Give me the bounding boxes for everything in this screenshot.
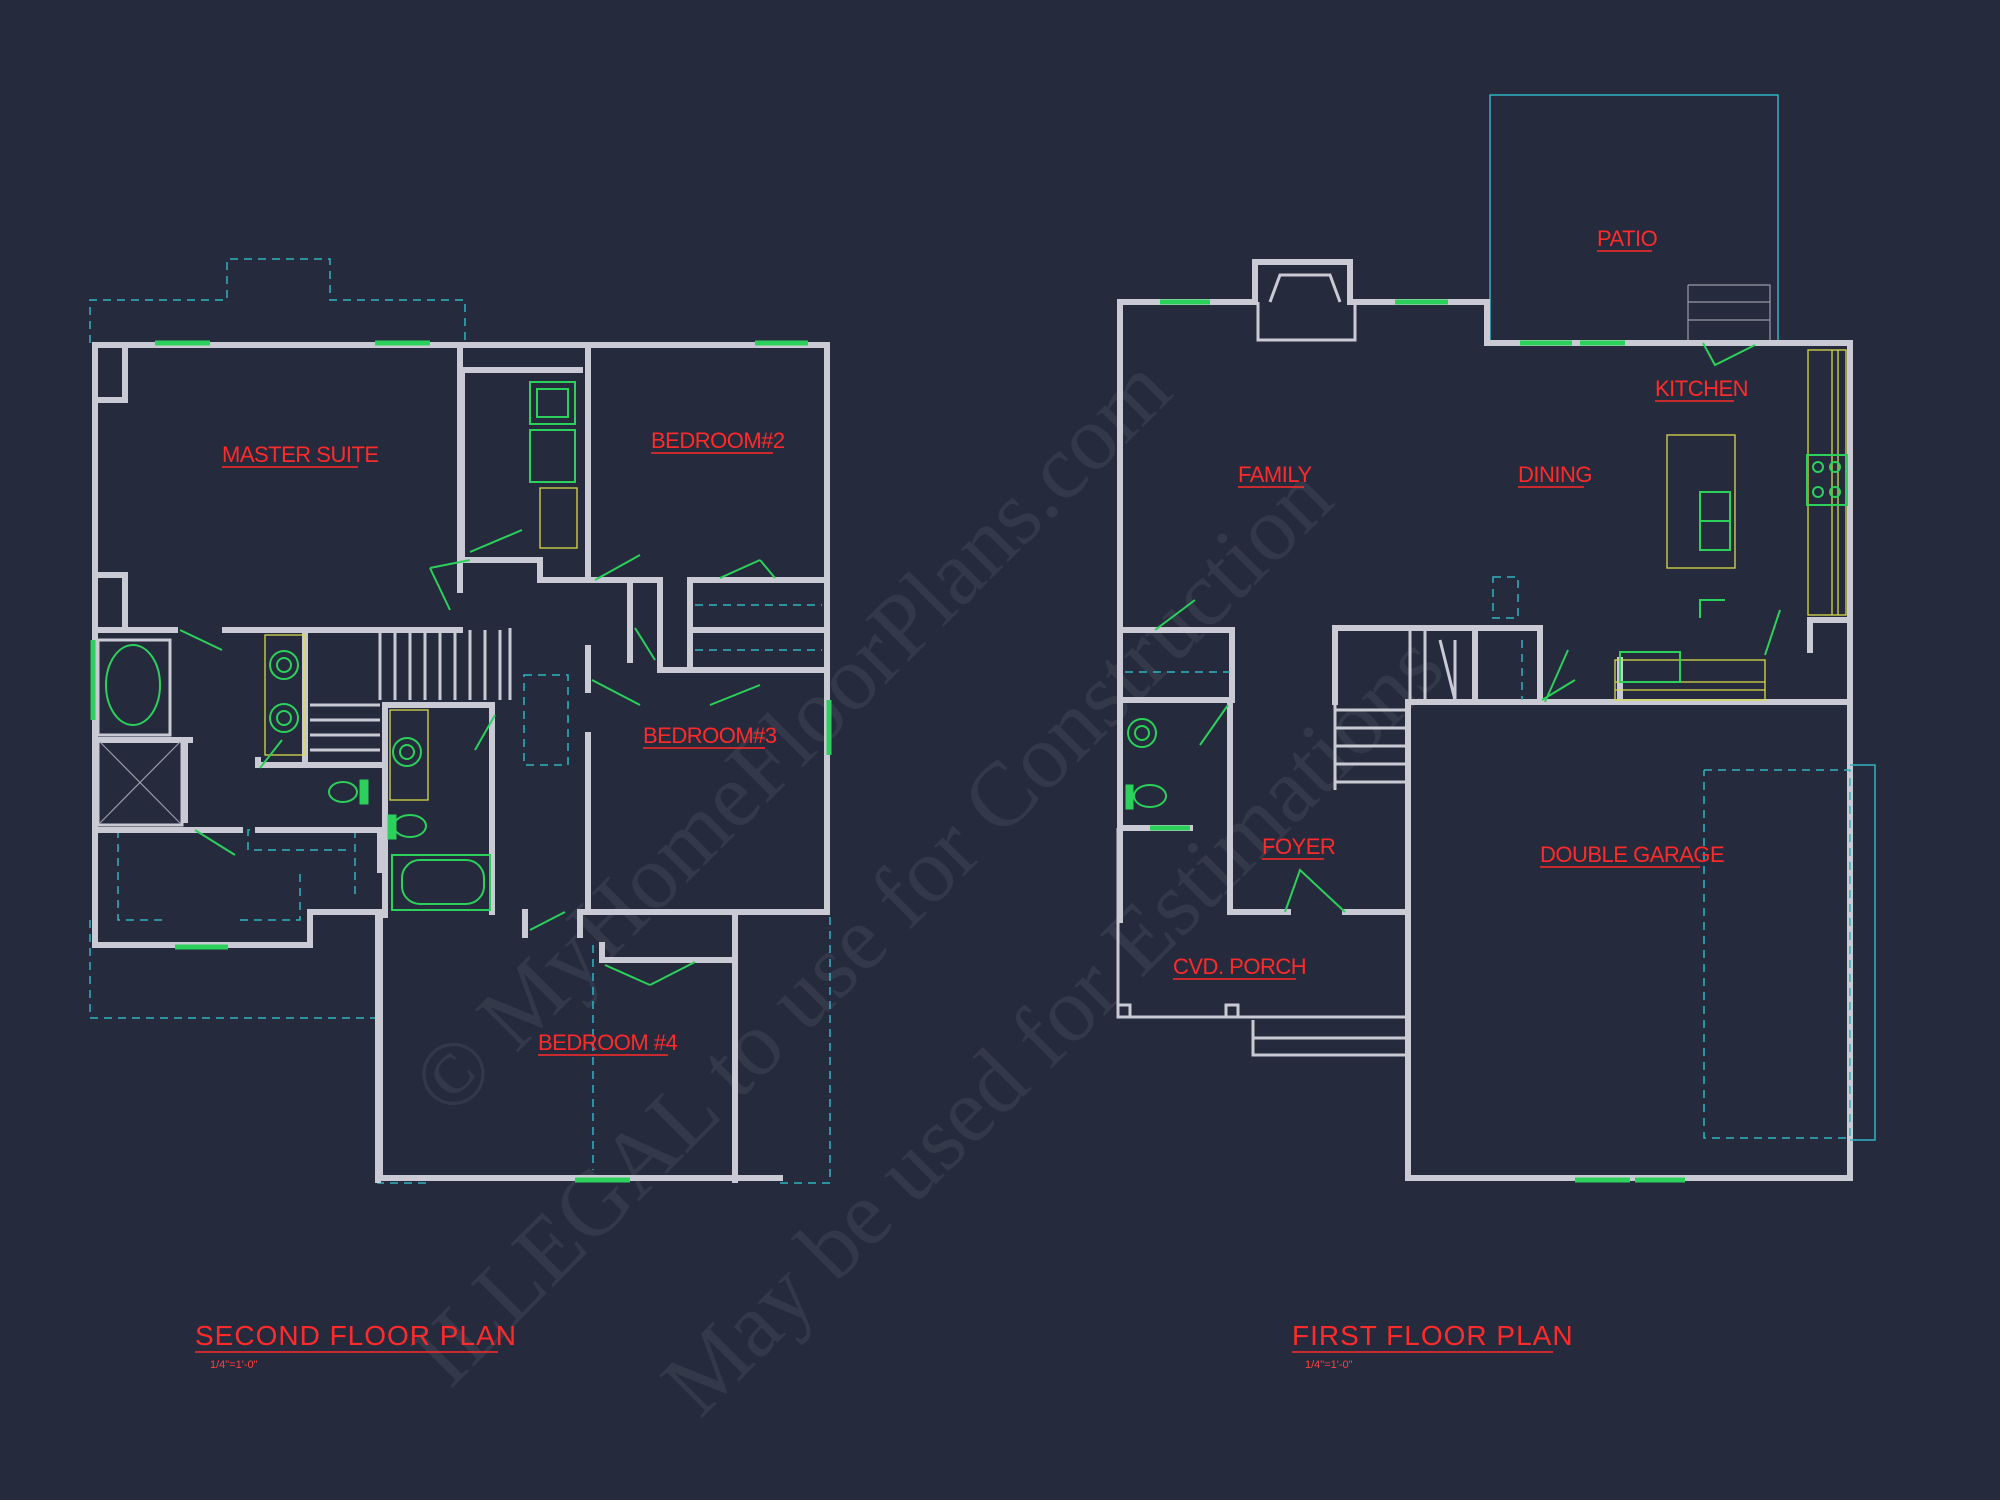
master-toilet-icon [328,781,358,803]
second-floor-plan: MASTER SUITE BEDROOM#2 BEDROOM#3 BEDROOM… [89,258,832,1371]
counter-lines [1831,350,1839,615]
burner [1812,461,1824,473]
room-label-cvd-porch: CVD. PORCH [1173,954,1306,979]
room-label-bedroom-3: BEDROOM#3 [643,723,777,748]
door-swing [591,679,761,706]
kitchen-range-icon [1806,454,1848,506]
master-tub [105,644,161,726]
room-label-master-suite: MASTER SUITE [222,442,379,467]
door-swing [179,629,223,651]
second-floor-scale: 1/4"=1'-0" [210,1359,258,1371]
porch-column [1224,1003,1240,1019]
master-sink-2-icon [269,703,299,733]
room-label-dining: DINING [1518,462,1592,487]
door-swing [1154,599,1196,631]
burner [1829,486,1841,498]
door-swing [529,911,566,931]
door-swing [1284,868,1346,913]
master-sink-1-inner [276,657,292,673]
fireplace-walls [1252,259,1353,305]
door-swing [259,739,283,769]
second-floor-roof-outline [89,258,831,1184]
hall-sink-inner [399,744,415,760]
hall-toilet-tank [387,814,397,840]
door-swing [194,829,236,856]
washer [529,381,576,425]
porch-column [1116,1003,1132,1019]
first-floor-scale: 1/4"=1'-0" [1305,1359,1353,1371]
door-swing [474,714,496,751]
door-swing [469,529,523,553]
powder-sink-icon [1127,718,1157,748]
hall-toilet-icon [393,814,427,838]
door-swing [1199,704,1229,746]
washer-inner [536,388,569,418]
kitchen-counter-bottom [1614,659,1766,701]
door-swing [1541,649,1576,703]
porch-steps [1251,1020,1405,1057]
fireplace-hearth [1256,273,1357,342]
master-shower [96,738,184,827]
hall-vanity [389,709,429,801]
shower-cross [99,741,181,824]
kitchen-island [1666,434,1736,569]
room-label-patio: PATIO [1597,226,1658,251]
first-floor-stairs [1333,630,1457,790]
first-floor-interior-walls [1117,617,1853,915]
watermark: © MyHomeFloorPlans.com ILLEGAL to use fo… [392,337,1462,1434]
door-swing [429,559,471,611]
master-sink-1-icon [269,650,299,680]
hall-sink-icon [392,737,422,767]
master-tub-frame [96,638,172,737]
door-swing [634,627,656,661]
room-label-bedroom-4: BEDROOM #4 [538,1030,678,1055]
powder-sink-inner [1134,725,1150,741]
dryer [529,429,576,483]
door-swing [1764,609,1781,656]
first-floor-title: FIRST FLOOR PLAN [1292,1320,1574,1351]
garage-door-outline [1850,764,1876,1141]
patio-outline [1489,94,1779,340]
door-swing [604,961,696,986]
kitchen-partition [1699,599,1725,618]
room-label-kitchen: KITCHEN [1655,376,1748,401]
master-toilet-tank [359,779,369,805]
patio-steps [1687,284,1771,340]
second-floor-title: SECOND FLOOR PLAN [195,1320,517,1351]
counter-lines [1615,681,1765,691]
kitchen-counter-right [1807,349,1847,616]
door-swing [719,559,776,579]
room-label-bedroom-2: BEDROOM#2 [651,428,785,453]
laundry-shelf [539,487,578,549]
room-label-foyer: FOYER [1262,834,1335,859]
burner [1829,461,1841,473]
room-label-double-garage: DOUBLE GARAGE [1540,842,1724,867]
burner [1812,486,1824,498]
first-floor-doors [1154,342,1781,913]
door-swing [594,554,641,581]
second-floor-doors [179,529,776,986]
refrigerator-icon [1619,651,1681,683]
first-floor-plan: PATIO KITCHEN FAMILY DINING FOYER DOUBLE… [1116,94,1876,1371]
room-label-family: FAMILY [1238,462,1312,487]
second-floor-dashed-interior [117,604,822,1170]
master-sink-2-inner [276,710,292,726]
powder-toilet-tank [1125,784,1134,810]
hall-bathtub-inner [401,859,485,905]
powder-toilet-icon [1133,784,1167,808]
door-swing [1702,342,1756,367]
first-floor-kitchen-wall [1405,340,1853,1181]
hall-bathtub [391,854,491,911]
master-vanity [264,634,306,756]
second-floor-stairs [310,628,512,752]
